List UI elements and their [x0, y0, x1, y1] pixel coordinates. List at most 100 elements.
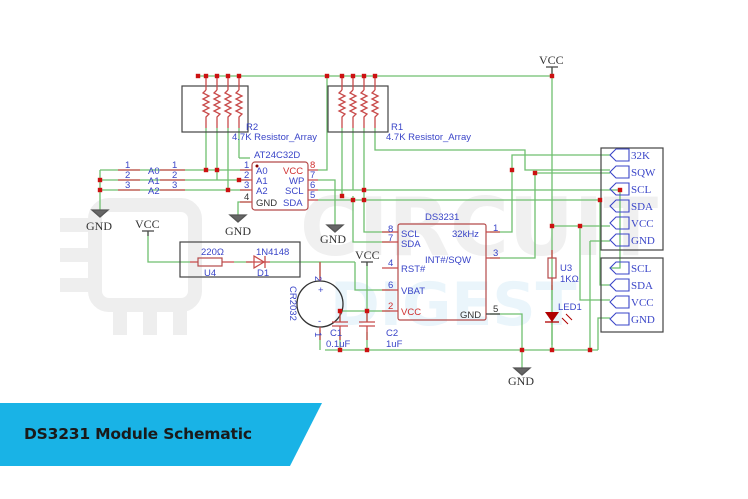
junction-dot [372, 73, 378, 79]
connector-pin-icon [609, 148, 630, 162]
connector-pin-icon [609, 278, 630, 292]
junction-dot [549, 73, 555, 79]
eeprom-pin-num: 2 [244, 170, 249, 181]
junction-dot [203, 167, 209, 173]
connector-pin-label: 32K [631, 150, 650, 162]
gnd-symbol-eeprom: GND [225, 214, 251, 238]
vcc-symbol-rtc: VCC [355, 248, 380, 266]
charging-circuit[interactable]: 220Ω U4 1N4148 D1 [179, 241, 301, 279]
battery-cr2032[interactable]: + - 2 1 CR2032 [287, 262, 344, 340]
eeprom-pin-num: 7 [310, 170, 315, 181]
eeprom-pin-num: 3 [244, 180, 249, 191]
connector-pin-icon [609, 233, 630, 247]
junction-dot [339, 73, 345, 79]
jumper-name: A1 [148, 176, 160, 187]
led-circuit[interactable]: U3 1KΩ LED1 [545, 250, 582, 325]
c2-ref: C2 [386, 328, 398, 339]
junction-dot [364, 308, 370, 314]
rtc-pin-num: 4 [388, 258, 393, 269]
rtc-pin-num: 1 [493, 223, 498, 234]
vcc-symbol-top: VCC [539, 53, 564, 76]
c1-value: 0.1uF [326, 339, 350, 350]
address-jumpers: 1 A0 1 2 A1 2 3 A2 3 [118, 160, 185, 197]
battery-pin-plus: 2 [312, 276, 323, 281]
connector-pin-icon [609, 295, 630, 309]
capacitor-c1[interactable]: C1 0.1uF [326, 311, 350, 350]
junction-dot [203, 73, 209, 79]
junction-dot [361, 73, 367, 79]
connector-pin-label: SCL [631, 184, 651, 196]
rtc-pin-num: 6 [388, 280, 393, 291]
gnd-label: GND [508, 374, 534, 388]
connector-pin-label: VCC [631, 218, 654, 230]
junction-dot [236, 73, 242, 79]
charge-resistor-ref: U4 [204, 268, 216, 279]
battery-plus: + [318, 285, 324, 296]
c1-ref: C1 [330, 328, 342, 339]
diode-ref: D1 [257, 268, 269, 279]
gnd-symbol-wp: GND [320, 224, 346, 246]
junction-dot [549, 347, 555, 353]
eeprom-pin-name: A1 [256, 176, 268, 187]
caption-banner [0, 403, 322, 466]
junction-dot [339, 193, 345, 199]
junction-dot [350, 197, 356, 203]
rtc-pin-name: 32kHz [452, 229, 479, 240]
rtc-pin-name: RST# [401, 264, 426, 275]
junction-dots [97, 73, 623, 353]
eeprom-pin-name: VCC [283, 166, 303, 177]
led-resistor-value: 1KΩ [560, 274, 579, 285]
r2-value: 4.7K Resistor_Array [232, 132, 317, 143]
vcc-label: VCC [539, 53, 564, 67]
connector-pin-icon [609, 182, 630, 196]
jumper-pin-left: 1 [125, 160, 130, 171]
led-resistor-ref: U3 [560, 263, 572, 274]
rtc-part: DS3231 [425, 212, 459, 223]
junction-dot [361, 197, 367, 203]
vcc-label: VCC [355, 248, 380, 262]
eeprom-pin-num: 4 [244, 192, 249, 203]
junction-dot [597, 197, 603, 203]
capacitor-c2[interactable]: C2 1uF [359, 311, 403, 350]
junction-dot [97, 177, 103, 183]
junction-dot [337, 347, 343, 353]
jumper-name: A2 [148, 186, 160, 197]
rtc-pin-num: 3 [493, 248, 498, 259]
rtc-pin-name: INT#/SQW [425, 255, 471, 266]
connector-pin-label: SDA [631, 201, 653, 213]
connector-pin-icon [609, 312, 630, 326]
eeprom-pin-num: 1 [244, 160, 249, 171]
junction-dot [587, 347, 593, 353]
rtc-pin-name: SCL [401, 229, 419, 240]
resistor-array-r1[interactable]: R1 4.7K Resistor_Array [327, 76, 471, 143]
r1-value: 4.7K Resistor_Array [386, 132, 471, 143]
caption-title: DS3231 Module Schematic [24, 425, 252, 443]
eeprom-part: AT24C32D [254, 150, 300, 161]
gnd-symbol-jumpers: GND [86, 209, 112, 233]
junction-dot [364, 347, 370, 353]
eeprom-pin-name: GND [256, 198, 277, 209]
led-ref: LED1 [558, 302, 582, 313]
vcc-label: VCC [135, 217, 160, 231]
eeprom-pin-name: SDA [283, 198, 303, 209]
gnd-symbol-bottom: GND [508, 367, 534, 388]
connector-pin-label: VCC [631, 297, 654, 309]
junction-dot [97, 187, 103, 193]
jumper-pin-right: 2 [172, 170, 177, 181]
rtc-ds3231[interactable]: DS3231 8 SCL 7 SDA 4 RST# 6 VBAT 2 VCC 3… [382, 212, 500, 321]
jumper-pin-left: 3 [125, 180, 130, 191]
junction-dot [195, 73, 201, 79]
resistor-array-r2[interactable]: R2 4.7K Resistor_Array [181, 76, 317, 143]
jumper-pin-right: 3 [172, 180, 177, 191]
rtc-pin-num: 7 [388, 233, 393, 244]
connector-pin-icon [609, 165, 630, 179]
eeprom-at24c32d[interactable]: AT24C32D 1 A0 2 A1 3 A2 4 GND VCC 8 WP 7… [240, 150, 318, 211]
jumper-name: A0 [148, 166, 160, 177]
eeprom-pin-num: 6 [310, 180, 315, 191]
charge-resistor-value: 220Ω [201, 247, 224, 258]
eeprom-pin-name: SCL [285, 186, 303, 197]
junction-dot [337, 308, 343, 314]
junction-dot [549, 223, 555, 229]
